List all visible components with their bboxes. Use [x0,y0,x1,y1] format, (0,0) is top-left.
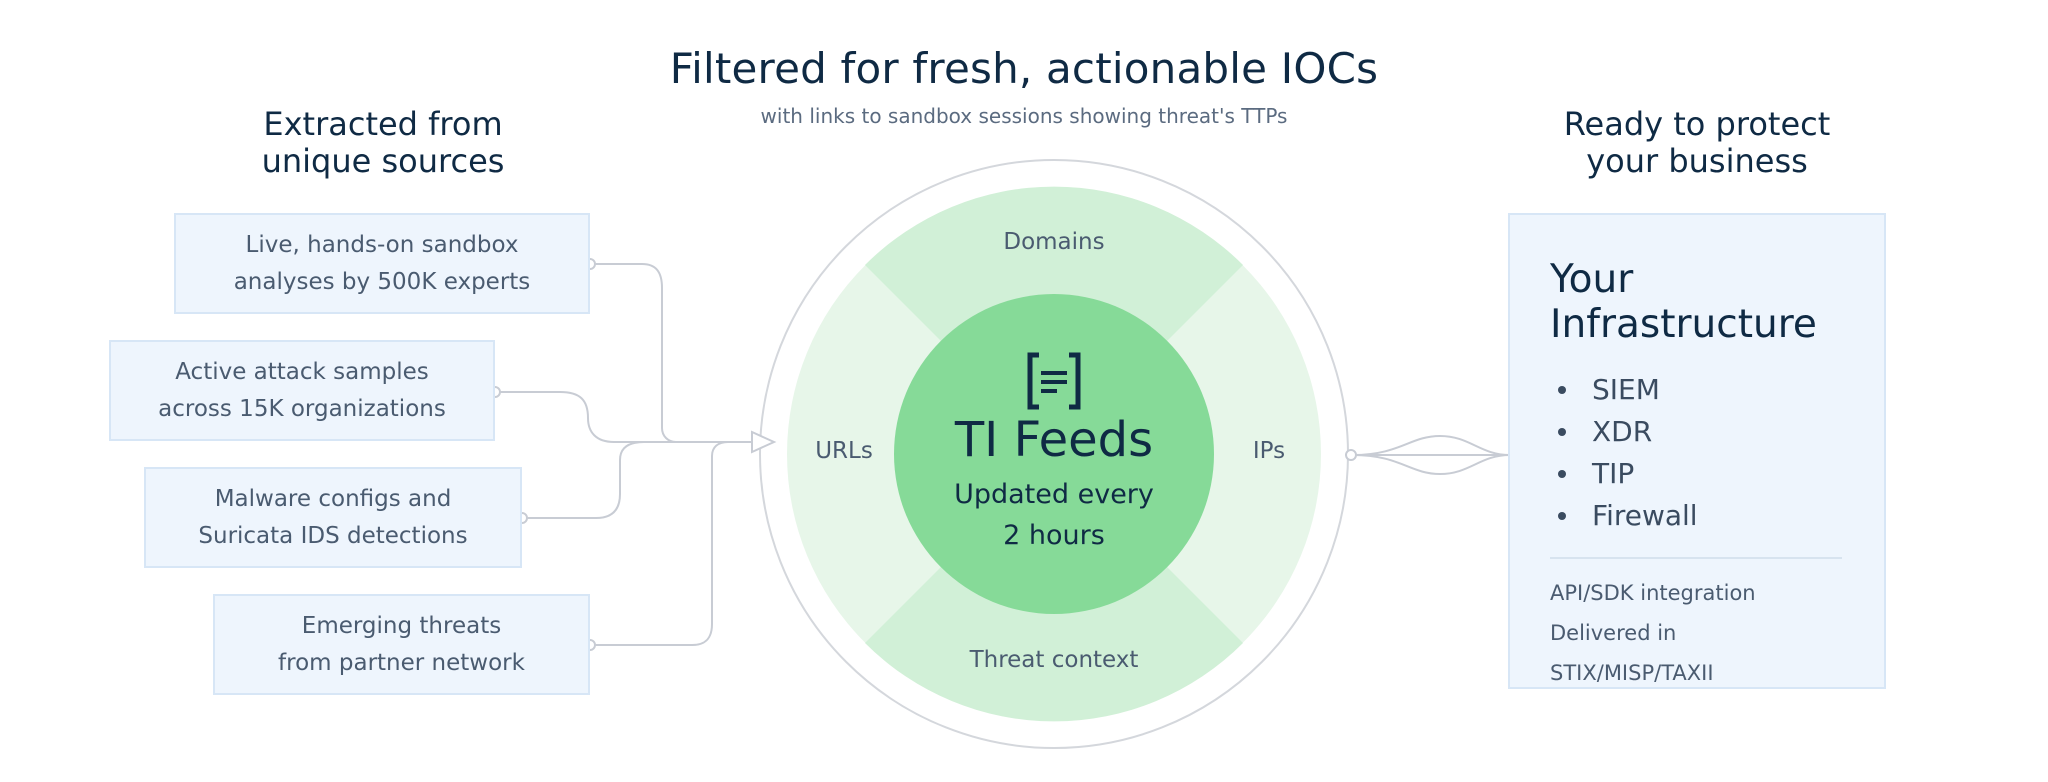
source-box-attack-samples-line-2: across 15K organizations [158,395,446,422]
hub-subtitle: Updated every 2 hours [954,474,1154,556]
source-box-attack-samples-line-1: Active attack samples [175,358,429,385]
hub-subtitle-line-1: Updated every [954,479,1154,510]
list-item: SIEM [1550,369,1844,411]
list-item: TIP [1550,453,1844,495]
list-item: XDR [1550,411,1844,453]
source-box-partner-network-line-1: Emerging threats [301,612,502,639]
infrastructure-title-line-2: Infrastructure [1550,302,1817,347]
source-box-malware-configs: Malware configs and Suricata IDS detecti… [144,467,522,568]
output-connector-lower [1352,454,1511,476]
connector-malware-configs [522,441,752,519]
list-item-label: Firewall [1592,499,1698,532]
source-box-sandbox-line-2: analyses by 500K experts [233,268,531,295]
infrastructure-divider [1550,557,1842,559]
list-item: Firewall [1550,495,1844,537]
list-item-label: XDR [1592,415,1653,448]
bullet-icon [1558,512,1566,520]
infrastructure-list: SIEM XDR TIP Firewall [1550,369,1844,537]
protect-heading-line-1: Ready to protect [1563,105,1831,143]
hub-subtitle-line-2: 2 hours [1003,520,1105,551]
source-box-attack-samples: Active attack samples across 15K organiz… [109,340,495,441]
integration-note: API/SDK integration [1550,581,1756,605]
infrastructure-card: Your Infrastructure SIEM XDR TIP Firewal… [1508,213,1886,689]
sources-heading-line-1: Extracted from [263,105,503,143]
sources-heading: Extracted from unique sources [218,106,548,180]
bullet-icon [1558,428,1566,436]
delivery-note: Delivered in STIX/MISP/TAXII [1550,621,1714,685]
segment-label-urls: URLs [815,438,873,464]
source-box-sandbox-line-1: Live, hands-on sandbox [245,231,519,258]
sources-heading-line-2: unique sources [261,142,505,180]
segment-label-domains: Domains [1003,229,1105,255]
infrastructure-title-line-1: Your [1550,257,1634,302]
output-node [1345,449,1357,461]
input-arrow-icon [751,430,777,454]
hub-title: TI Feeds [954,412,1154,468]
connector-sandbox [590,263,752,443]
source-box-partner-network-line-2: from partner network [278,649,525,676]
protect-heading-line-2: your business [1586,142,1808,180]
bullet-icon [1558,470,1566,478]
connector-partner-network [590,441,752,646]
diagram-title: Filtered for fresh, actionable IOCs [669,44,1379,93]
list-item-label: SIEM [1592,373,1660,406]
bullet-icon [1558,386,1566,394]
infrastructure-notes: API/SDK integration Delivered in STIX/MI… [1550,573,1844,693]
segment-label-threat-context: Threat context [969,647,1139,673]
list-item-label: TIP [1592,457,1635,490]
connector-attack-samples [495,391,752,443]
output-connector-upper [1352,434,1511,456]
diagram-subtitle: with links to sandbox sessions showing t… [760,104,1288,128]
hub-center: TI Feeds Updated every 2 hours [892,292,1216,616]
source-box-sandbox: Live, hands-on sandbox analyses by 500K … [174,213,590,314]
source-box-malware-configs-line-1: Malware configs and [214,485,452,512]
source-box-malware-configs-line-2: Suricata IDS detections [198,522,468,549]
document-icon [1027,352,1081,410]
segment-label-ips: IPs [1252,438,1286,464]
protect-heading: Ready to protect your business [1522,106,1872,180]
source-box-partner-network: Emerging threats from partner network [213,594,590,695]
infrastructure-title: Your Infrastructure [1550,257,1844,347]
hub-center-circle [894,294,1214,614]
